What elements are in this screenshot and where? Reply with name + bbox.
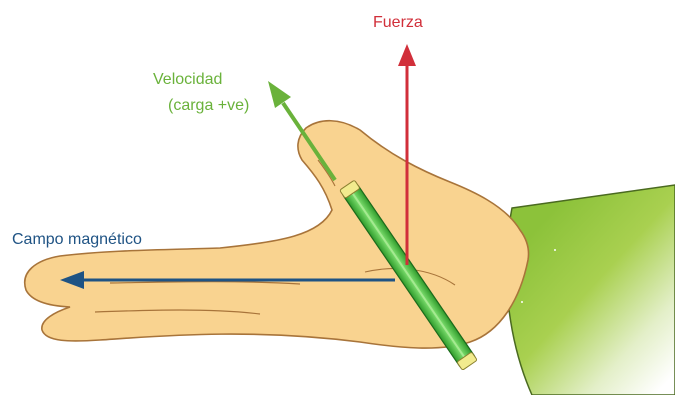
velocity-sublabel: (carga +ve): [168, 96, 249, 116]
sleeve-fleck: [521, 301, 523, 303]
field-label: Campo magnético: [12, 230, 142, 250]
force-label: Fuerza: [373, 13, 423, 33]
velocity-label: Velocidad: [153, 70, 222, 90]
sleeve-fleck: [554, 249, 556, 251]
velocity-arrow-head: [268, 81, 291, 108]
sleeve: [506, 185, 675, 395]
force-arrow-head: [398, 44, 416, 66]
